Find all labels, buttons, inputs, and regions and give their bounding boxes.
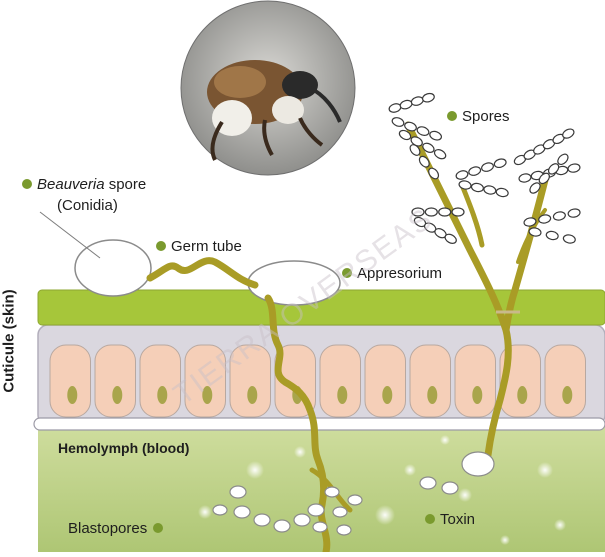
spore-pointer-line: [40, 212, 100, 258]
label-dot-icon: [153, 523, 163, 533]
epidermal-cell: [95, 345, 136, 417]
cell-nucleus: [112, 386, 122, 404]
label-hemolymph: Hemolymph (blood): [58, 440, 189, 457]
label-germ-tube: Germ tube: [156, 238, 242, 256]
cell-nucleus: [337, 386, 347, 404]
conidium: [553, 211, 566, 221]
label-blastopores: Blastopores: [68, 520, 168, 538]
spores-text: Spores: [462, 108, 510, 125]
germ-tube-text: Germ tube: [171, 238, 242, 255]
label-dot-icon: [22, 179, 32, 189]
label-toxin: Toxin: [425, 511, 475, 529]
conidium: [433, 148, 447, 161]
conidium: [410, 96, 424, 107]
weevil-photo-icon: [181, 1, 355, 175]
conidium: [481, 162, 495, 173]
label-dot-icon: [425, 514, 435, 524]
label-cuticle: Cuticule (skin): [1, 289, 19, 392]
toxin-text: Toxin: [440, 511, 475, 528]
label-dot-icon: [156, 241, 166, 251]
epidermal-cell: [545, 345, 586, 417]
conidium: [546, 230, 559, 240]
cell-nucleus: [157, 386, 167, 404]
label-beauveria-spore: Beauveria spore: [22, 176, 146, 194]
cell-nucleus: [382, 386, 392, 404]
conidium: [416, 125, 430, 137]
conidium: [399, 99, 413, 110]
conidium: [388, 102, 402, 113]
conidium: [391, 116, 405, 128]
label-conidia: (Conidia): [57, 197, 118, 215]
epidermal-cell: [320, 345, 361, 417]
conidium: [439, 208, 451, 216]
conidium: [458, 180, 471, 190]
conidium: [429, 130, 443, 142]
cell-nucleus: [67, 386, 77, 404]
conidium: [518, 173, 531, 183]
blastopores-text: Blastopores: [68, 520, 147, 537]
conidium: [496, 187, 509, 197]
cell-nucleus: [247, 386, 257, 404]
cell-nucleus: [517, 386, 527, 404]
basement-membrane: [34, 418, 605, 430]
label-spores: Spores: [447, 108, 510, 126]
beauveria-spore: [75, 240, 151, 296]
cell-nucleus: [427, 386, 437, 404]
beauveria-genus: Beauveria: [37, 176, 105, 193]
conidium: [455, 169, 469, 180]
label-dot-icon: [447, 111, 457, 121]
epidermal-cell: [410, 345, 451, 417]
conidium: [483, 185, 496, 195]
conidium: [421, 92, 435, 103]
epidermal-cell: [455, 345, 496, 417]
conidium: [563, 234, 576, 244]
epidermal-cell: [365, 345, 406, 417]
conidium: [567, 208, 580, 218]
conidium: [567, 163, 580, 173]
conidium: [493, 158, 507, 169]
cell-nucleus: [472, 386, 482, 404]
conidium: [471, 182, 484, 192]
epidermal-cell: [50, 345, 91, 417]
beauveria-suffix: spore: [105, 176, 147, 193]
conidium: [468, 166, 482, 177]
conidium: [452, 208, 464, 216]
cell-nucleus: [562, 386, 572, 404]
